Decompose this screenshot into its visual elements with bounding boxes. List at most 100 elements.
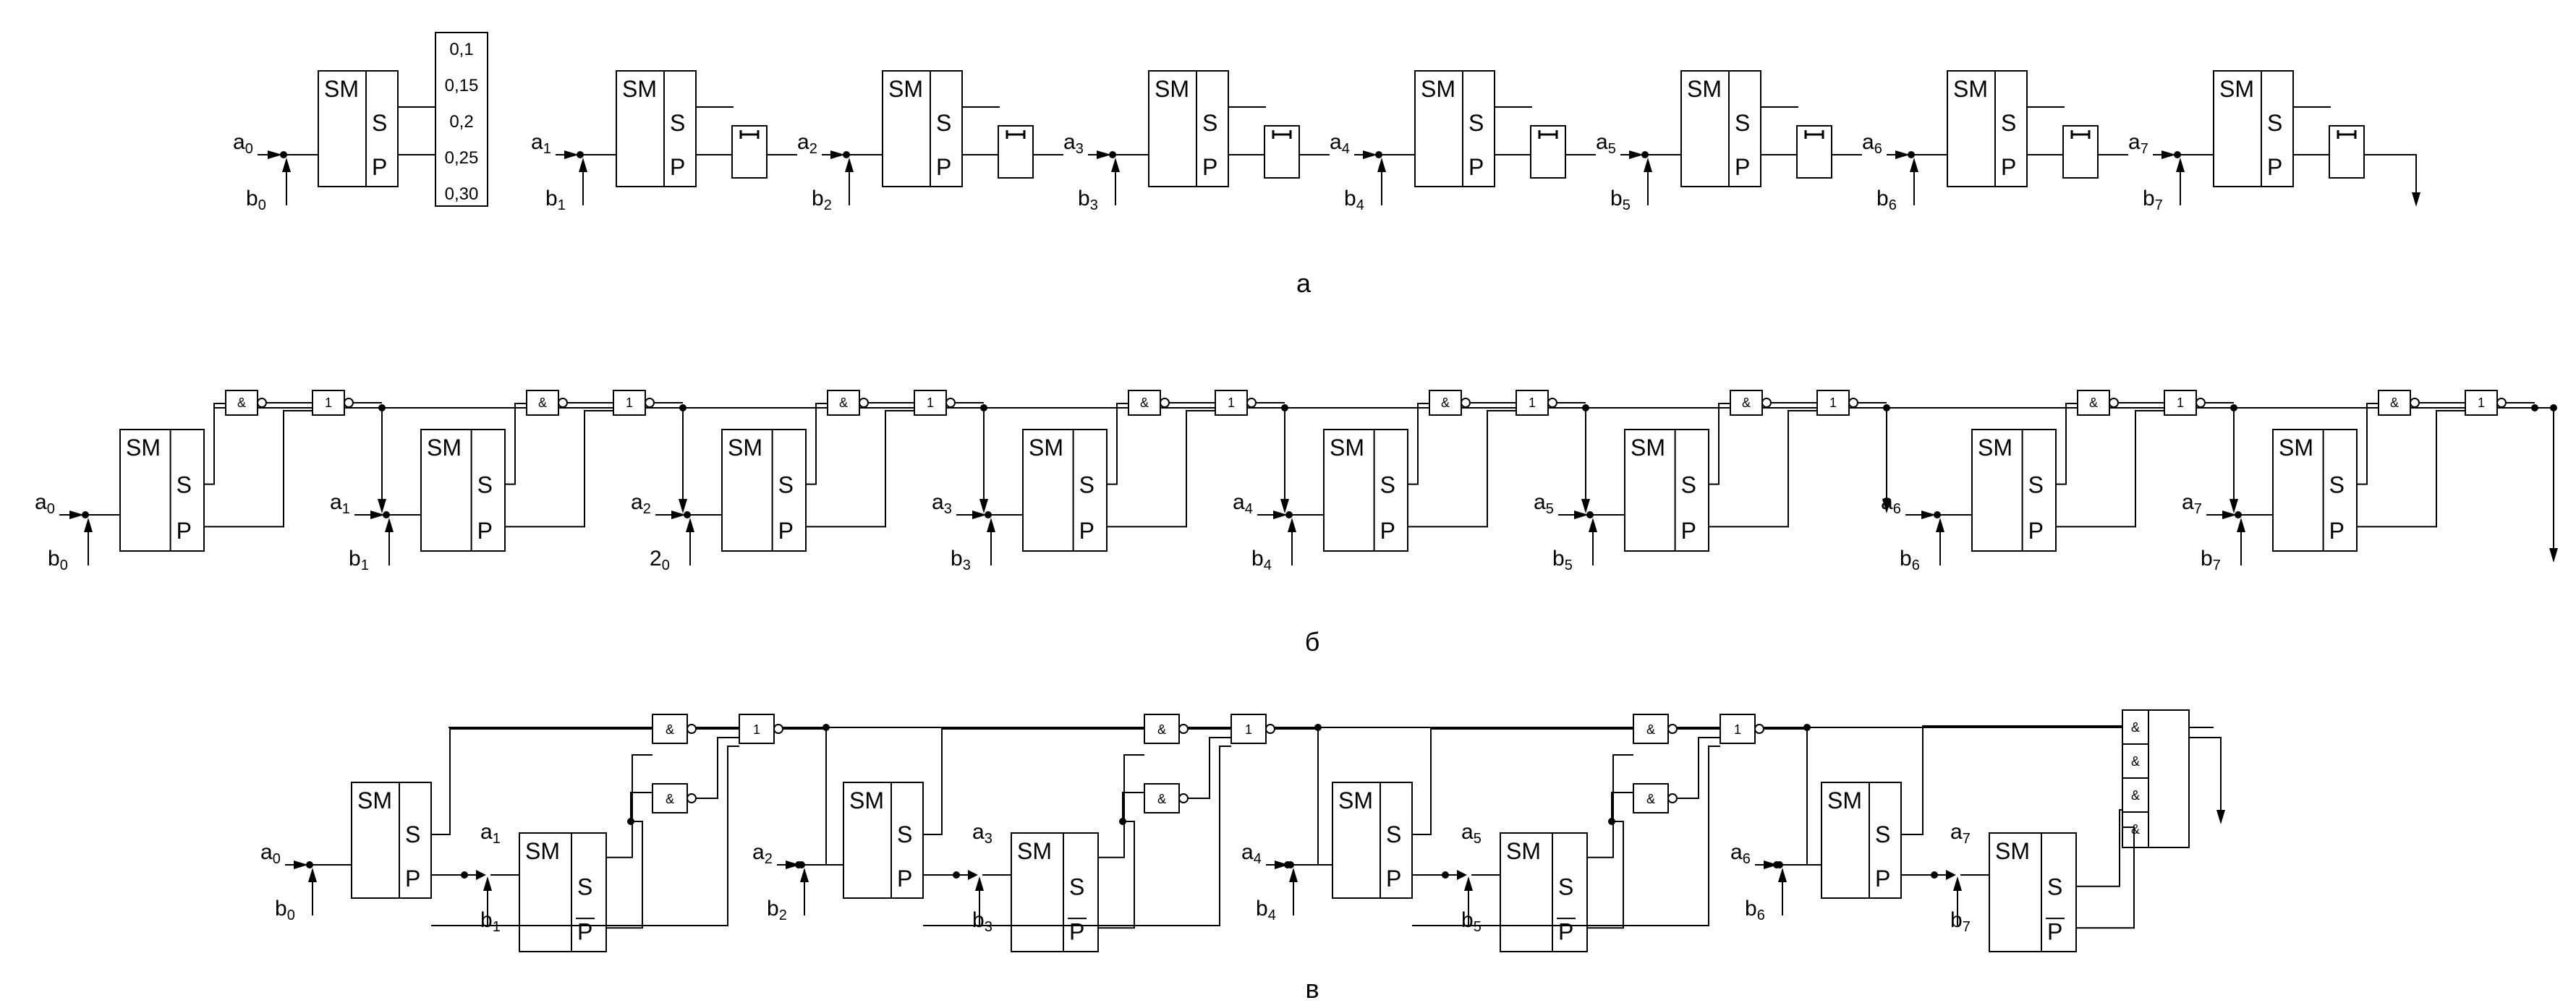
input-b-label: b1 xyxy=(349,547,369,573)
input-a-label-letter: a xyxy=(932,490,944,514)
input-b-label-letter: b xyxy=(767,897,779,921)
or-gate-frame xyxy=(1215,390,1248,416)
arrow-up-head xyxy=(975,876,984,891)
carry-latch xyxy=(1796,125,1832,179)
input-a-label-index: 1 xyxy=(493,831,501,847)
wire xyxy=(2076,827,2135,929)
sum-cell-frame xyxy=(318,70,399,187)
junction-dot xyxy=(1285,511,1293,518)
or-gate-frame xyxy=(2465,390,2498,416)
wire xyxy=(923,728,1144,835)
input-a-label-index: 4 xyxy=(1245,501,1253,517)
caption-c: в xyxy=(1305,974,1319,1004)
input-a-label: a0 xyxy=(35,490,55,517)
or-gate: 1 xyxy=(1215,390,1257,416)
wire xyxy=(2056,403,2078,485)
sum-output-label: S xyxy=(2001,110,2016,136)
arrow-up-head xyxy=(579,158,587,172)
input-a-label: a6 xyxy=(1730,840,1751,867)
input-b-label-letter: b xyxy=(545,187,558,210)
row-a: a0b0SMSP0,10,150,20,250,30a1b1SMSPa2b2SM… xyxy=(233,32,2420,298)
input-a-label: a1 xyxy=(480,820,501,847)
row-c: a0b0SMSPa1b1SMSP&&1a2b2SMSPa3b3SMSP&&1a4… xyxy=(260,709,2225,1004)
junction-dot xyxy=(1109,151,1116,158)
wire xyxy=(505,403,527,485)
sum-cell-frame xyxy=(1680,70,1761,187)
input-a-label-index: 7 xyxy=(2141,141,2148,157)
sum-output-label: S xyxy=(1069,874,1084,900)
or-gate: 1 xyxy=(2164,390,2206,416)
input-b-label-index: 6 xyxy=(1912,558,1920,573)
carry-output-label: P xyxy=(1558,919,1573,945)
inversion-bubble xyxy=(2195,398,2206,408)
arrow-down-head xyxy=(378,499,386,513)
and-gate-symbol: & xyxy=(1140,396,1149,410)
arrow-right-head xyxy=(268,150,282,159)
inversion-bubble xyxy=(2109,398,2119,408)
sum-output-label: S xyxy=(2267,110,2282,136)
junction-dot xyxy=(1586,511,1594,518)
or-gate-symbol: 1 xyxy=(1245,722,1252,737)
wire xyxy=(806,410,914,528)
input-a-label-letter: a xyxy=(1862,130,1874,154)
sum-cell-frame xyxy=(119,429,205,552)
or-gate-frame xyxy=(1816,390,1850,416)
junction-dot xyxy=(1641,151,1649,158)
delay-table: 0,10,150,20,250,30 xyxy=(435,32,488,207)
input-b-label-index: 2 xyxy=(824,197,832,213)
carry-latch xyxy=(731,125,768,179)
input-a-label: a4 xyxy=(1330,130,1350,157)
and-symbol: & xyxy=(2131,754,2140,769)
or-gate-symbol: 1 xyxy=(927,396,934,410)
delay-value: 0,2 xyxy=(449,112,473,132)
wire xyxy=(2189,737,2222,795)
sum-cell-frame xyxy=(2272,429,2358,552)
input-a-label: a7 xyxy=(2128,130,2148,157)
or-gate-symbol: 1 xyxy=(325,396,332,410)
wire xyxy=(204,410,313,528)
junction-dot xyxy=(1287,861,1294,868)
carry-output-label: P xyxy=(778,518,794,544)
arrow-right-head xyxy=(2222,511,2237,519)
junction-dot xyxy=(627,818,634,825)
wire xyxy=(2357,403,2379,485)
arrow-up-head xyxy=(1289,868,1298,882)
input-a-label-letter: a xyxy=(797,130,809,154)
or-gate-symbol: 1 xyxy=(1228,396,1235,410)
sum-cell-frame xyxy=(882,70,963,187)
sum-label: SM xyxy=(1953,76,1988,102)
input-a-label-letter: a xyxy=(1461,820,1474,844)
input-b-label-letter: b xyxy=(812,187,824,210)
input-a-label: a5 xyxy=(1596,130,1616,157)
inversion-bubble xyxy=(1160,398,1170,408)
carry-output-label: P xyxy=(936,154,951,180)
arrow-right-head xyxy=(1457,870,1467,880)
input-b-label-index: 1 xyxy=(361,558,369,573)
input-a-label-index: 6 xyxy=(1893,501,1901,517)
input-b-label-index: 3 xyxy=(985,919,992,935)
arrow-right-head xyxy=(370,511,385,519)
sum-output-label: S xyxy=(1079,471,1094,497)
input-b-label-index: 5 xyxy=(1474,919,1482,935)
and-gate-symbol: & xyxy=(1157,722,1166,737)
inversion-bubble xyxy=(1547,398,1557,408)
input-b-label-letter: b xyxy=(1552,547,1565,571)
input-a-label: a0 xyxy=(233,130,253,157)
sum-output-label: S xyxy=(1386,821,1401,847)
input-b-label: 20 xyxy=(650,547,670,573)
arrow-right-head xyxy=(972,511,987,519)
arrow-right-head xyxy=(2161,150,2176,159)
arrow-right-head xyxy=(1895,150,1910,159)
input-b-label-index: 7 xyxy=(1963,919,1971,935)
arrow-right-head xyxy=(564,150,579,159)
inversion-bubble xyxy=(773,724,783,734)
wire xyxy=(696,737,739,799)
sum-label: SM xyxy=(1029,435,1063,461)
input-b-label-index: 6 xyxy=(1889,197,1897,213)
carry-latch-frame xyxy=(1264,125,1300,179)
sum-label: SM xyxy=(888,76,923,102)
input-b-label-index: 5 xyxy=(1565,558,1573,573)
